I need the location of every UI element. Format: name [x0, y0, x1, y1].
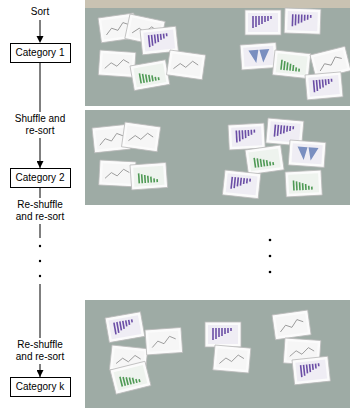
edge-label: Re-shuffle and re-sort — [9, 198, 71, 224]
category-box: Category 1 — [10, 43, 71, 63]
category-box: Category 2 — [10, 168, 71, 188]
box-label: Category k — [16, 381, 65, 393]
box-label: Category 1 — [16, 47, 65, 59]
step-label: Sort — [9, 5, 71, 19]
box-label: Category 2 — [16, 172, 65, 184]
edge-label: Shuffle and re-sort — [9, 112, 71, 138]
category-box: Category k — [10, 377, 71, 397]
step-label: Re-shuffle and re-sort — [9, 338, 71, 364]
